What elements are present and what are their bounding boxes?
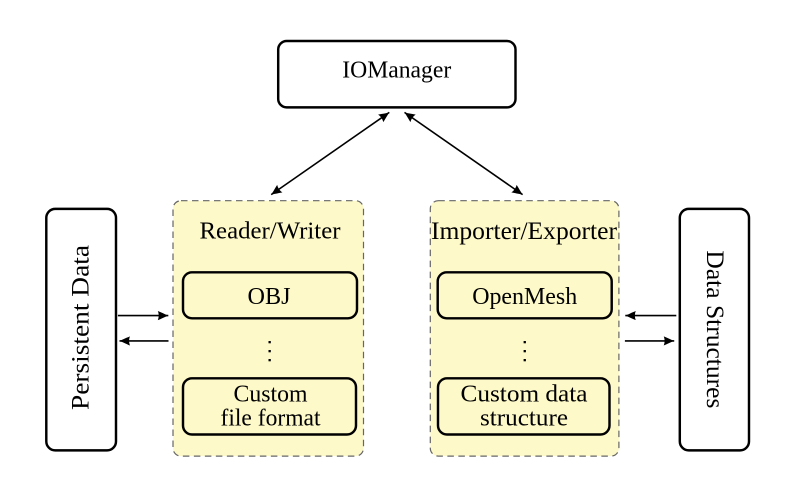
svg-text:file format: file format bbox=[221, 406, 321, 432]
svg-text:Data Structures: Data Structures bbox=[701, 250, 728, 408]
svg-text:Persistent Data: Persistent Data bbox=[68, 245, 95, 410]
svg-text:IOManager: IOManager bbox=[342, 58, 451, 84]
svg-text:Custom data: Custom data bbox=[461, 382, 588, 408]
svg-text:OBJ: OBJ bbox=[248, 284, 291, 310]
svg-text:structure: structure bbox=[480, 406, 568, 432]
svg-text:OpenMesh: OpenMesh bbox=[472, 284, 577, 310]
svg-text:Custom: Custom bbox=[234, 382, 308, 408]
svg-text:Reader/Writer: Reader/Writer bbox=[200, 218, 341, 244]
svg-text:Importer/Exporter: Importer/Exporter bbox=[431, 218, 618, 245]
